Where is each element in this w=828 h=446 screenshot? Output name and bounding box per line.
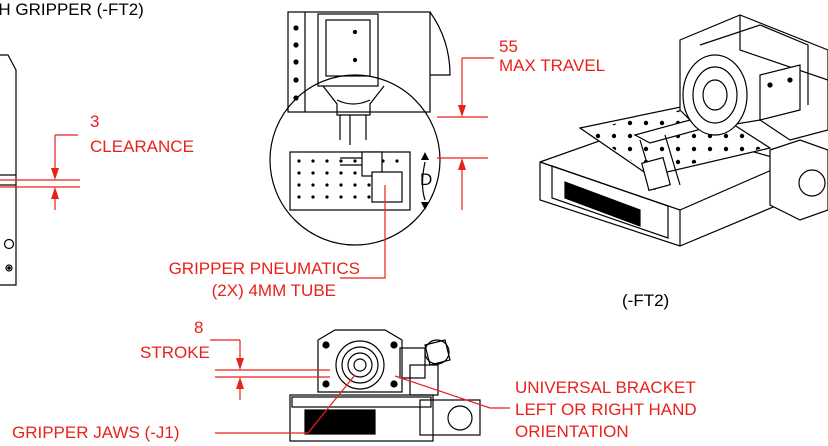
isometric-view: [539, 14, 828, 247]
jaws-callout: GRIPPER JAWS (-J1): [12, 423, 180, 442]
front-view: [289, 329, 481, 442]
left-partial-view: [0, 54, 17, 286]
clearance-dimension: [0, 134, 80, 210]
detail-view: [269, 11, 451, 246]
travel-label: MAX TRAVEL: [499, 56, 606, 75]
stroke-dimension: [210, 339, 330, 400]
pneumatics-leader: [340, 185, 386, 279]
detail-letter: D: [420, 170, 433, 189]
pneumatics-callout-line2: (2X) 4MM TUBE: [211, 281, 336, 300]
clearance-label: CLEARANCE: [90, 137, 194, 156]
jaws-leader: [215, 374, 356, 434]
stroke-label: STROKE: [140, 343, 210, 362]
pneumatics-callout-line1: GRIPPER PNEUMATICS: [168, 259, 360, 278]
bracket-leader: [394, 375, 510, 409]
iso-caption: (-FT2): [622, 291, 670, 310]
clearance-value: 3: [90, 112, 100, 131]
stroke-value: 8: [194, 318, 204, 337]
max-travel-dimension: [437, 57, 494, 210]
bracket-callout-line2: LEFT OR RIGHT HAND: [515, 400, 697, 419]
bracket-callout-line1: UNIVERSAL BRACKET: [515, 378, 696, 397]
bracket-callout-line3: ORIENTATION: [515, 422, 629, 441]
drawing-title: TH GRIPPER (-FT2): [0, 0, 144, 19]
detail-cut-marker: [421, 152, 429, 210]
travel-value: 55: [499, 37, 518, 56]
